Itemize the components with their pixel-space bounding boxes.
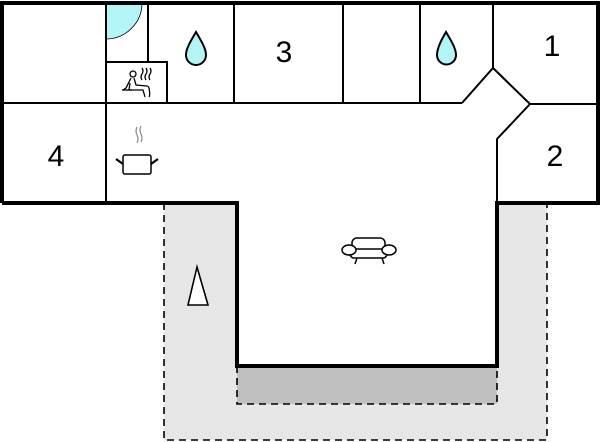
sofa-icon	[341, 237, 397, 265]
room-label-4: 4	[47, 140, 65, 173]
building-walls	[0, 1, 600, 368]
sauna-icon	[122, 67, 152, 98]
water-drop-icon	[435, 30, 458, 66]
water-drop-icon	[184, 30, 208, 66]
covered-terrace	[237, 366, 497, 404]
kitchen-pot-icon	[115, 125, 159, 175]
room-label-2: 2	[546, 140, 564, 173]
room-label-1: 1	[543, 30, 561, 63]
north-arrow-icon	[186, 263, 210, 306]
shower-icon	[105, 2, 143, 40]
terrace	[163, 203, 548, 441]
room-label-3: 3	[275, 36, 293, 69]
